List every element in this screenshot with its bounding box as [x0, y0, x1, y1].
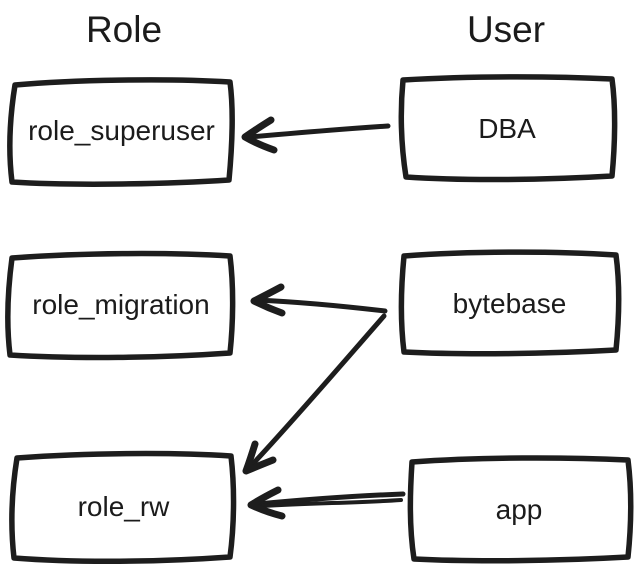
- node-role-migration-box: [5, 250, 236, 361]
- edge-bytebase-to-role-migration: [250, 283, 388, 317]
- node-role-rw: [9, 450, 237, 565]
- node-app: [407, 455, 634, 564]
- edge-bytebase-to-role-migration-arrowhead-icon: [250, 283, 286, 317]
- edge-dba-to-role-superuser-arrowhead-icon: [241, 116, 278, 154]
- edge-app-to-role-rw-arrowhead-icon: [247, 486, 286, 520]
- node-bytebase-box: [398, 249, 622, 357]
- edge-dba-to-role-superuser-shaft: [247, 123, 391, 140]
- edge-bytebase-to-role-rw-shaft: [247, 313, 387, 470]
- node-dba-box: [398, 74, 618, 183]
- edge-bytebase-to-role-rw-arrowhead-icon: [242, 440, 277, 475]
- edge-app-to-role-rw: [247, 486, 406, 520]
- node-role-rw-box: [9, 450, 237, 565]
- edge-app-to-role-rw-shaft: [255, 491, 406, 507]
- node-role-migration: [5, 250, 236, 361]
- node-bytebase: [398, 249, 622, 357]
- edge-bytebase-to-role-rw: [242, 313, 387, 475]
- edge-app-to-role-rw-shaft-overstroke: [261, 498, 403, 508]
- node-dba: [398, 74, 618, 183]
- node-role-superuser: [7, 77, 235, 187]
- edge-bytebase-to-role-migration-shaft: [254, 297, 388, 314]
- edge-dba-to-role-superuser: [241, 116, 391, 154]
- node-app-box: [407, 455, 634, 564]
- node-role-superuser-box: [7, 77, 235, 187]
